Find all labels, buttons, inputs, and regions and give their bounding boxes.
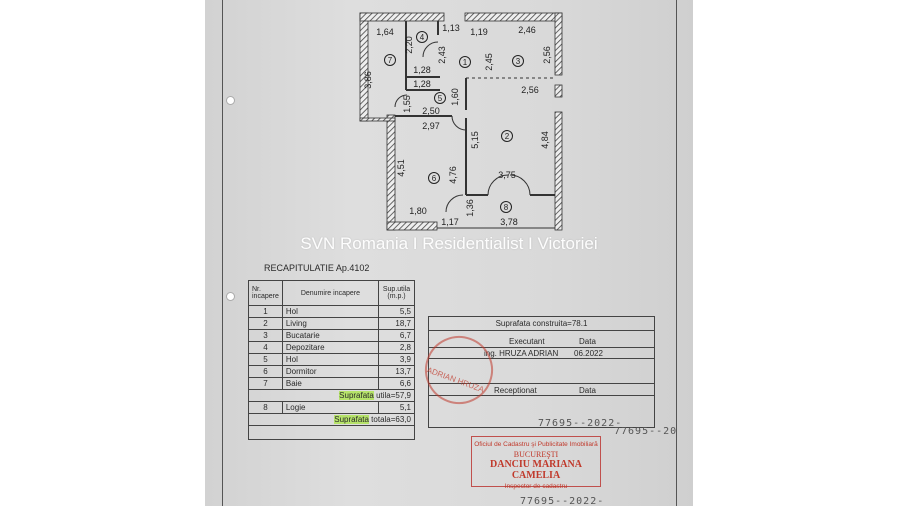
room-marker [501,130,513,142]
signoff-box: Suprafata construita=78.1 Executant Data… [428,316,655,428]
handwritten-number: 77695--20 [614,426,678,437]
room-marker [500,201,512,213]
ocpi-stamp: Oficiul de Cadastru şi Publicitate Imobi… [471,436,601,490]
margin-line [676,0,677,506]
room-number: 3 [516,57,521,66]
recap-title: RECAPITULATIE Ap.4102 [264,263,370,273]
executant-label: Executant [509,337,545,346]
dimension-label: 4,51 [396,159,406,177]
received-label: Receptionat [494,386,537,395]
cell-name: Hol [281,305,380,318]
dimension-label: 3,78 [500,217,518,227]
cell-area: 5,5 [378,305,415,318]
dimension-label: 2,43 [437,46,447,64]
room-marker [428,172,440,184]
room-number: 7 [388,56,393,65]
dimension-label: 2,50 [422,106,440,116]
built-area: Suprafata construita=78.1 [429,317,654,331]
room-number: 2 [505,132,510,141]
cell-name: Living [281,317,380,330]
dimension-label: 1,19 [470,27,488,37]
logia-name: Logie [281,401,380,414]
dimension-label: 5,15 [470,131,480,149]
room-marker [434,92,446,104]
cell-area: 13,7 [378,365,415,378]
room-marker [512,55,524,67]
header-name: Denumire incapere [281,280,380,306]
dimension-label: 1,17 [441,217,459,227]
cell-name: Hol [281,353,380,366]
dimension-label: 1,13 [442,23,460,33]
dimension-label: 1,55 [402,95,412,113]
dimension-label: 1,80 [409,206,427,216]
dimension-label: 1,28 [413,79,431,89]
dimension-label: 3,75 [498,170,516,180]
cell-name: Baie [281,377,380,390]
room-number: 8 [504,203,509,212]
total-area: Suprafata totala=63,0 [248,413,415,426]
dimension-label: 4,76 [448,166,458,184]
room-marker [384,54,396,66]
cell-area: 6,7 [378,329,415,342]
cell-name: Dormitor [281,365,380,378]
useful-area: Suprafata utila=57,9 [248,389,415,402]
header-area: Sup.utila (m.p.) [378,280,415,306]
header-nr: Nr. incapere [248,280,283,306]
cell-area: 3,9 [378,353,415,366]
dimension-label: 2,56 [542,46,552,64]
cell-name: Bucatarie [281,329,380,342]
cell-name: Depozitare [281,341,380,354]
dimension-label: 2,20 [404,36,414,54]
logia-nr: 8 [248,401,283,414]
engineer-name: ing. HRUZA ADRIAN [484,349,559,358]
punch-hole [226,96,235,105]
margin-line [222,0,223,506]
dimension-label: 1,64 [376,27,394,37]
dimension-label: 1,36 [465,199,475,217]
cell-area: 18,7 [378,317,415,330]
dimension-label: 3,86 [363,71,373,89]
cell-nr: 3 [248,329,283,342]
cell-nr: 2 [248,317,283,330]
cell-nr: 5 [248,353,283,366]
cell-nr: 7 [248,377,283,390]
room-number: 4 [420,33,425,42]
cell-nr: 4 [248,341,283,354]
dimension-label: 2,56 [521,85,539,95]
cell-nr: 6 [248,365,283,378]
cell-nr: 1 [248,305,283,318]
dimension-label: 2,97 [422,121,440,131]
cell-area: 6,6 [378,377,415,390]
handwritten-number: 77695--2022- [520,496,605,507]
dimension-label: 2,45 [484,53,494,71]
dimension-label: 1,60 [450,88,460,106]
date-label: Data [579,337,596,346]
room-number: 6 [432,174,437,183]
date-value: 06.2022 [574,349,603,358]
dimension-label: 2,46 [518,25,536,35]
watermark: SVN Romania I Residentialist I Victoriei [300,234,598,253]
dimension-label: 4,84 [540,131,550,149]
room-marker [459,56,471,68]
punch-hole [226,292,235,301]
room-number: 5 [438,94,443,103]
room-number: 1 [463,58,468,67]
logia-area: 5,1 [378,401,415,414]
date-label: Data [579,386,596,395]
handwritten-number: 77695--2022- [538,418,623,429]
dimension-label: 1,28 [413,65,431,75]
cell-area: 2,8 [378,341,415,354]
room-marker [416,31,428,43]
